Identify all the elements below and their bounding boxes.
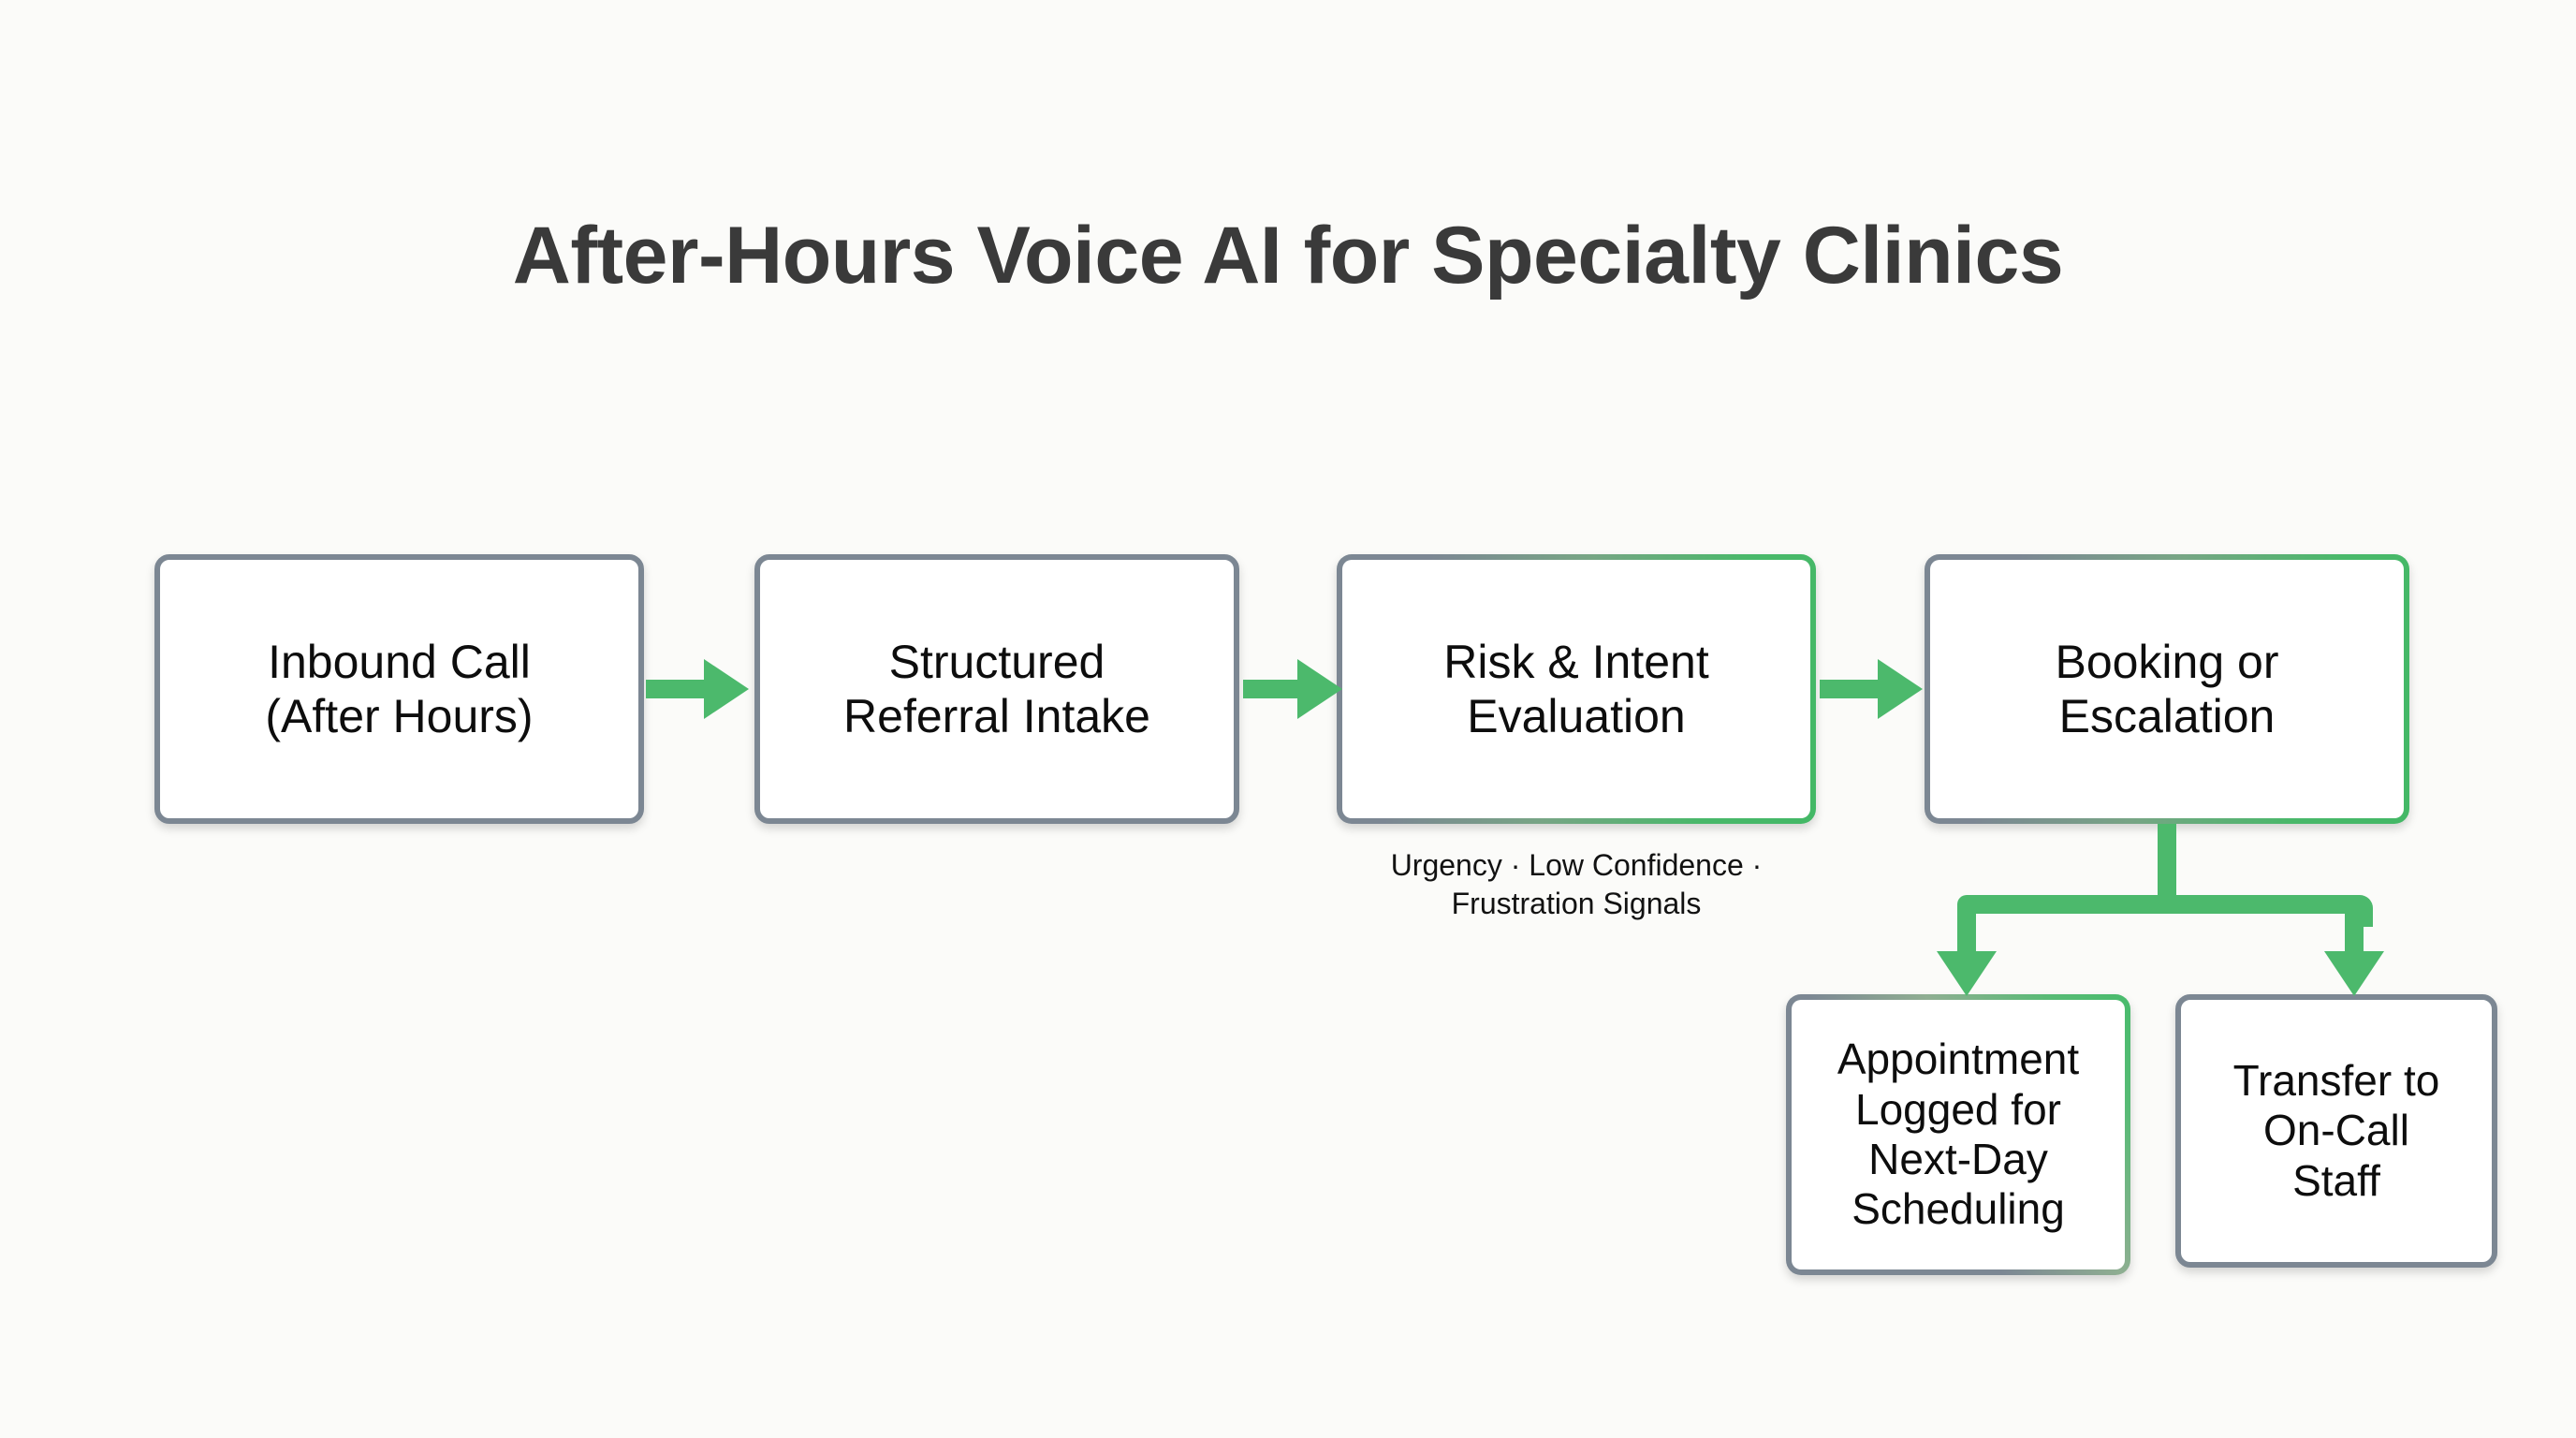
connector-branch-to-transfer bbox=[2345, 904, 2364, 957]
annotation-line1: Urgency · Low Confidence · bbox=[1390, 848, 1763, 882]
node-structured-referral-intake-text: Structured Referral Intake bbox=[843, 635, 1150, 743]
arrowhead-down-icon bbox=[2324, 951, 2384, 996]
node-transfer-line1: Transfer to bbox=[2232, 1055, 2440, 1105]
node-appointment-logged-text: Appointment Logged for Next-Day Scheduli… bbox=[1837, 1034, 2079, 1234]
node-inbound-call[interactable]: Inbound Call (After Hours) bbox=[154, 554, 644, 824]
connector-booking-branch-bar bbox=[1957, 895, 2364, 914]
page-title: After-Hours Voice AI for Specialty Clini… bbox=[512, 211, 2064, 301]
node-risk-line2: Evaluation bbox=[1467, 690, 1686, 742]
node-transfer-to-on-call-staff[interactable]: Transfer to On-Call Staff bbox=[2175, 994, 2497, 1268]
node-inbound-call-line2: (After Hours) bbox=[265, 690, 534, 742]
node-intake-line1: Structured bbox=[888, 636, 1105, 688]
arrowhead-right-icon bbox=[1878, 659, 1923, 719]
node-risk-intent-evaluation[interactable]: Risk & Intent Evaluation bbox=[1337, 554, 1816, 824]
node-booking-line2: Escalation bbox=[2058, 690, 2276, 742]
node-booking-line1: Booking or bbox=[2055, 636, 2279, 688]
node-transfer-to-on-call-staff-text: Transfer to On-Call Staff bbox=[2233, 1056, 2440, 1206]
node-appointment-logged[interactable]: Appointment Logged for Next-Day Scheduli… bbox=[1786, 994, 2130, 1275]
connector-corner-right bbox=[2341, 895, 2373, 927]
connector-risk-to-booking bbox=[1820, 680, 1883, 698]
node-inbound-call-line1: Inbound Call bbox=[268, 636, 531, 688]
connector-branch-to-appointment bbox=[1957, 904, 1976, 957]
node-intake-line2: Referral Intake bbox=[843, 690, 1150, 742]
node-transfer-line3: Staff bbox=[2292, 1155, 2380, 1205]
node-booking-or-escalation-text: Booking or Escalation bbox=[2055, 635, 2278, 743]
connector-intake-to-risk bbox=[1243, 680, 1305, 698]
node-appointment-line1: Appointment bbox=[1837, 1034, 2080, 1084]
node-appointment-line3: Next-Day bbox=[1868, 1135, 2048, 1183]
node-inbound-call-text: Inbound Call (After Hours) bbox=[265, 635, 533, 743]
node-appointment-line4: Scheduling bbox=[1852, 1184, 2065, 1234]
arrowhead-down-icon bbox=[1937, 951, 1997, 996]
arrowhead-right-icon bbox=[1297, 659, 1342, 719]
node-risk-intent-evaluation-text: Risk & Intent Evaluation bbox=[1443, 635, 1708, 743]
node-appointment-line2: Logged for bbox=[1855, 1084, 2061, 1134]
node-transfer-line2: On-Call bbox=[2263, 1106, 2409, 1155]
connector-inbound-to-intake bbox=[646, 680, 710, 698]
annotation-line2: Frustration Signals bbox=[1451, 886, 1702, 920]
risk-signals-annotation: Urgency · Low Confidence · Frustration S… bbox=[1337, 846, 1816, 923]
node-structured-referral-intake[interactable]: Structured Referral Intake bbox=[754, 554, 1239, 824]
node-booking-or-escalation[interactable]: Booking or Escalation bbox=[1925, 554, 2409, 824]
node-risk-line1: Risk & Intent bbox=[1443, 636, 1709, 688]
connector-booking-branch-stem bbox=[2158, 824, 2176, 904]
arrowhead-right-icon bbox=[704, 659, 749, 719]
